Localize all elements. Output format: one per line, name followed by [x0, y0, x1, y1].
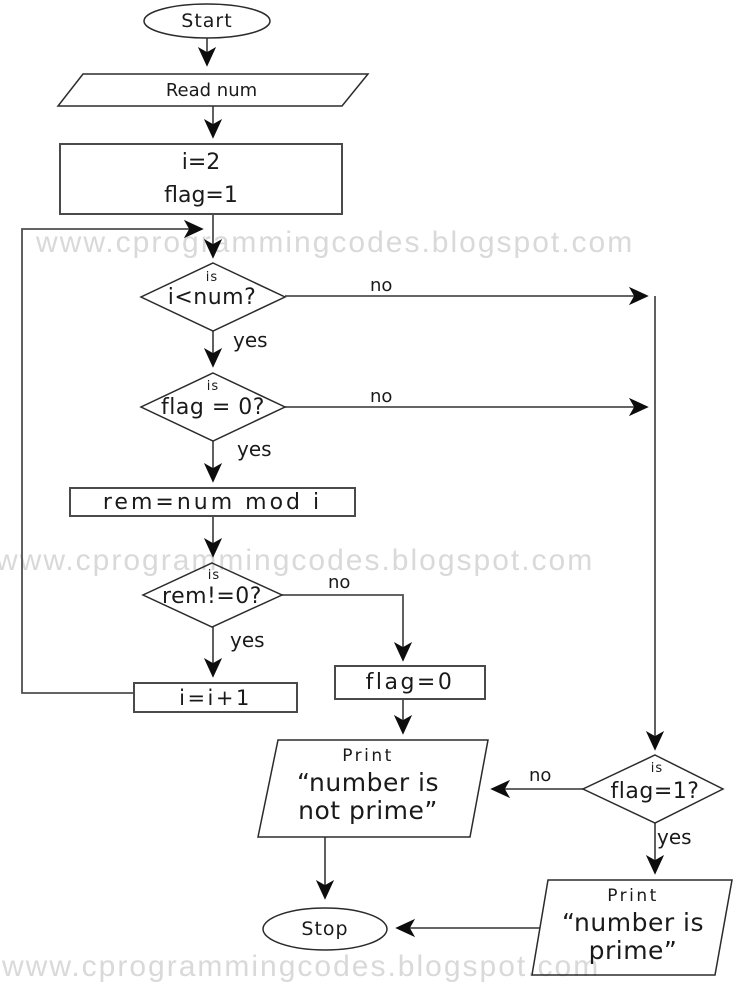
check-rem-ne-0-prefix: is	[207, 568, 221, 583]
check-flag-eq-0-label: flag = 0?	[161, 395, 265, 420]
watermark-bottom: www.cprogrammingcodes.blogspot.com	[2, 950, 601, 983]
print-not-prime-label: Print “number is not prime”	[270, 746, 466, 825]
read-num-label: Read num	[165, 80, 258, 101]
print-prime-line-2: “number is	[561, 908, 705, 937]
init-label: i=2 flag=1	[60, 144, 342, 214]
init-rect	[59, 143, 343, 215]
compute-rem-label: rem=num mod i	[102, 489, 323, 515]
print-not-prime-line-1: Print	[342, 746, 394, 766]
print-not-prime-line-3: not prime”	[298, 796, 438, 825]
stop-label: Stop	[301, 918, 349, 940]
compute-rem-rect	[69, 487, 356, 517]
set-flag-0-rect	[334, 665, 486, 700]
set-flag-0-label: flag=0	[365, 670, 455, 695]
edge-check3-no	[282, 594, 413, 662]
edge-loop-back	[21, 219, 204, 694]
check-flag-eq-0-prefix: is	[206, 379, 220, 394]
check-i-lt-num-diamond	[139, 262, 287, 332]
start-oval	[143, 3, 271, 39]
edge-label-no-2: no	[370, 386, 393, 407]
print-prime-label: Print “number is prime”	[545, 886, 721, 965]
read-num-parallelogram	[56, 73, 370, 107]
print-prime-line-1: Print	[607, 886, 659, 906]
watermark-middle: www.cprogrammingcodes.blogspot.com	[0, 544, 595, 577]
stop-oval	[262, 907, 388, 951]
print-prime-parallelogram	[531, 879, 733, 976]
print-not-prime-line-2: “number is	[296, 768, 440, 797]
edge-label-no-1: no	[370, 275, 393, 296]
increment-label: i=i+1	[179, 685, 252, 710]
check-rem-ne-0-diamond	[141, 562, 284, 628]
check-rem-ne-0-label: rem!=0?	[162, 584, 262, 609]
start-label: Start	[181, 10, 233, 32]
print-not-prime-parallelogram	[257, 739, 489, 838]
print-prime-line-3: prime”	[588, 936, 678, 965]
edge-label-no-4: no	[529, 765, 552, 786]
edge-label-yes-2: yes	[237, 437, 272, 461]
watermark-top: www.cprogrammingcodes.blogspot.com	[36, 226, 635, 259]
edge-label-yes-1: yes	[233, 328, 268, 352]
edge-label-no-3: no	[328, 572, 351, 593]
increment-rect	[133, 682, 298, 713]
check-flag-eq-1-label: flag=1?	[610, 779, 700, 804]
check-i-lt-num-prefix: is	[205, 270, 219, 285]
check-i-lt-num-label: i<num?	[167, 285, 257, 310]
init-line-1: i=2	[181, 150, 221, 175]
edge-label-yes-4: yes	[657, 825, 692, 849]
check-flag-eq-1-diamond	[581, 754, 725, 824]
check-flag-eq-0-diamond	[139, 372, 287, 442]
init-line-2: flag=1	[164, 183, 238, 208]
edge-label-yes-3: yes	[230, 628, 265, 652]
check-flag-eq-1-prefix: is	[650, 761, 664, 776]
